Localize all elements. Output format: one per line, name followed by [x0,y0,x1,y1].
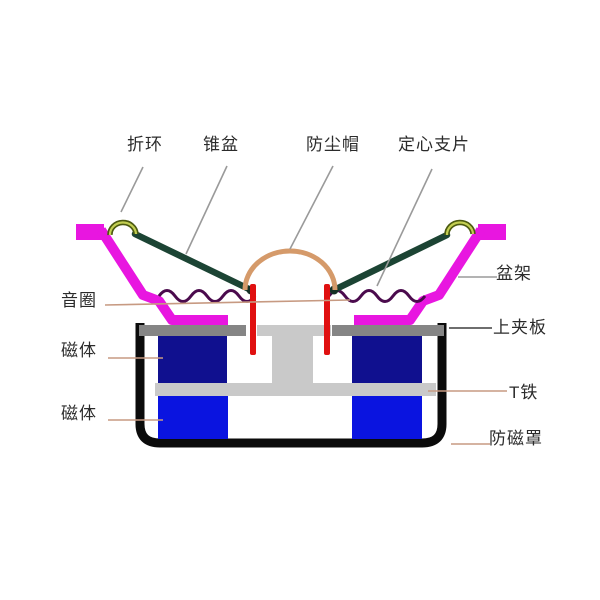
magnet-upper-right [352,336,422,383]
leader-dust-cap [289,165,334,250]
t-yoke-pole-column [272,335,313,385]
magnet-lower-right [352,396,422,439]
label-magnet-lower: 磁体 [61,404,97,423]
basket-frame-right [354,227,486,325]
leader-voice-coil [104,299,351,306]
basket-frame-left [96,227,228,325]
voice-coil-right [324,284,330,355]
spider-right [327,289,427,303]
label-basket: 盆架 [496,264,532,283]
t-yoke-middle-plate [155,383,436,396]
dust-cap [242,248,338,291]
cone-left [131,230,255,294]
surround-right-outer [444,219,476,236]
top-plate-left [139,325,246,336]
label-dust-cap: 防尘帽 [306,135,360,154]
leader-surround [120,166,144,213]
basket-terminal-right [478,224,506,240]
label-t-yoke: T铁 [509,383,539,402]
magnet-upper-left [158,336,227,383]
label-cone: 锥盆 [203,135,239,154]
label-top-plate: 上夹板 [493,318,547,337]
t-yoke-pole-cap [257,325,331,336]
voice-coil-left [250,284,256,355]
magnet-lower-left [158,396,228,439]
leader-spider [376,168,433,287]
leader-cone [185,165,228,255]
basket-terminal-left [76,224,104,240]
surround-right-inner [445,221,475,236]
cone-right [330,231,451,294]
label-magnet-upper: 磁体 [61,341,97,360]
top-plate-right [332,325,444,336]
spider-left [157,289,257,303]
surround-left-inner [108,221,138,236]
label-surround: 折环 [127,135,163,154]
label-spider: 定心支片 [398,135,470,154]
label-shield: 防磁罩 [489,429,543,448]
label-voice-coil: 音圈 [61,291,97,310]
